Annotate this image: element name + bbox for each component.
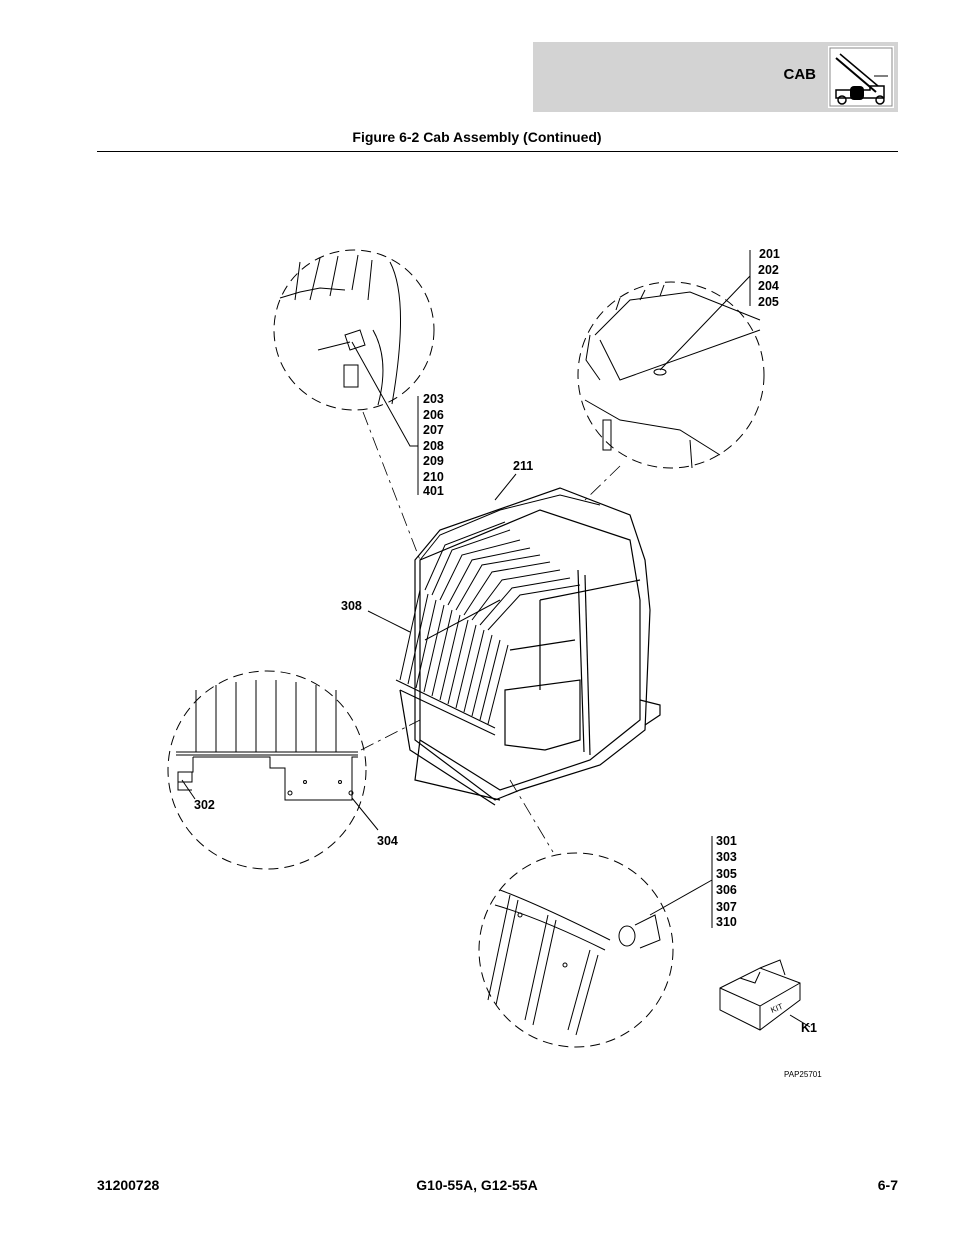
kit-box-label: KIT: [769, 1002, 784, 1015]
figure-caption: Figure 6-2 Cab Assembly (Continued): [352, 129, 602, 145]
callout-211: 211: [513, 459, 533, 473]
callout-301: 301: [716, 834, 737, 848]
detail-top-right-parts: [584, 284, 761, 469]
footer-models: G10-55A, G12-55A: [416, 1177, 538, 1193]
callout-305: 305: [716, 867, 737, 881]
telehandler-icon: [828, 46, 894, 108]
leader-203-group: [351, 341, 419, 495]
detail-circle-left: [167, 670, 367, 870]
kit-box: [719, 959, 801, 1031]
callout-307: 307: [716, 900, 737, 914]
callout-304: 304: [377, 834, 398, 848]
callout-206: 206: [423, 408, 444, 422]
section-header-tab: CAB: [533, 42, 898, 112]
callout-302: 302: [194, 798, 215, 812]
leader-k1: [789, 1014, 811, 1028]
callout-207: 207: [423, 423, 444, 437]
callout-k1: K1: [801, 1021, 817, 1035]
cab-body: [399, 487, 661, 806]
detail-circle-bottom: [478, 852, 674, 1048]
callout-201: 201: [759, 247, 780, 261]
leader-201-group: [659, 250, 751, 371]
leader-301-group: [649, 836, 713, 928]
detail-circle-top-left: [273, 249, 435, 411]
detail-left-parts: [176, 680, 358, 801]
callout-210: 210: [423, 470, 444, 484]
callout-306: 306: [716, 883, 737, 897]
leader-302: [181, 779, 196, 800]
callout-303: 303: [716, 850, 737, 864]
callout-208: 208: [423, 439, 444, 453]
detail-bottom-parts: [487, 889, 661, 1036]
footer-page-number: 6-7: [877, 1177, 898, 1193]
detail-circle-top-right: [577, 281, 765, 469]
leader-304: [351, 797, 379, 831]
callout-204: 204: [758, 279, 779, 293]
leader-211: [494, 473, 517, 501]
callout-308: 308: [341, 599, 362, 613]
drawing-number: PAP25701: [784, 1070, 822, 1079]
callout-209: 209: [423, 454, 444, 468]
caption-rule: [97, 151, 898, 152]
callout-202: 202: [758, 263, 779, 277]
section-title: CAB: [783, 66, 817, 83]
detail-top-left-parts: [279, 254, 402, 406]
footer-doc-number: 31200728: [97, 1177, 160, 1193]
callout-203: 203: [423, 392, 444, 406]
cab-guard-bars: [395, 494, 601, 736]
callout-310: 310: [716, 915, 737, 929]
callout-401: 401: [423, 484, 444, 498]
leader-308: [367, 610, 411, 633]
callout-205: 205: [758, 295, 779, 309]
